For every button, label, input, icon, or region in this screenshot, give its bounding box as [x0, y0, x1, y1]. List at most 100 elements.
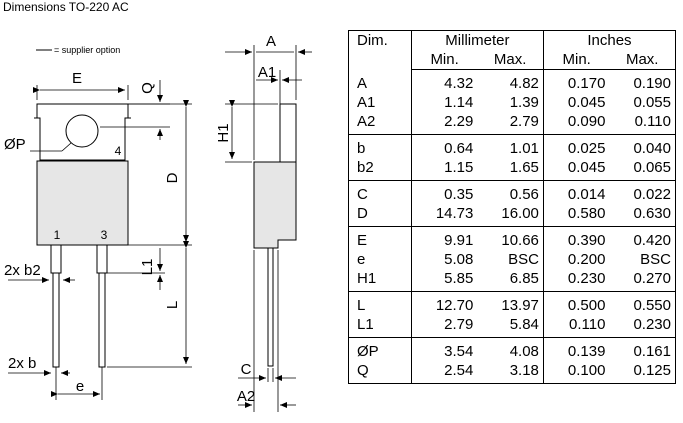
- cell-mm-min: 0.64: [444, 140, 474, 157]
- cell-in-max: 0.161: [609, 337, 677, 361]
- cell-dim: C: [348, 180, 412, 204]
- legend: = supplier option: [36, 45, 120, 55]
- cell-mm-min: 2.79: [411, 315, 478, 338]
- header-inches: Inches: [542, 30, 677, 50]
- cell-in-max: 0.420: [609, 226, 677, 250]
- cell-dim: A: [348, 69, 412, 93]
- front-dimensions: [8, 80, 192, 400]
- front-labels: E Q ØP D L1 L 2x b2 2x b e: [4, 70, 181, 395]
- pin-3-label: 3: [101, 228, 108, 242]
- cell-dim: e: [348, 250, 412, 269]
- label-L: L: [164, 301, 181, 309]
- cell-dim: L1: [348, 315, 412, 338]
- cell-in-min: 0.230: [542, 269, 610, 292]
- cell-in-max: 0.055: [609, 93, 677, 112]
- side-labels: A A1 H1 C A2: [215, 33, 276, 405]
- cell-mm-max: 6.85: [477, 269, 544, 292]
- cell-mm-max: 4.82: [509, 75, 539, 92]
- header-millimeter: Millimeter: [411, 30, 544, 50]
- label-H1: H1: [215, 123, 232, 142]
- cell-mm-min: 9.91: [444, 232, 474, 249]
- header-mm-max: Max.: [477, 50, 544, 70]
- cell-in-max: 0.065: [609, 158, 677, 181]
- cell-in-min: 0.580: [542, 204, 610, 227]
- label-A2: A2: [237, 388, 255, 405]
- cell-dim: D: [348, 204, 412, 227]
- side-lead: [267, 247, 274, 367]
- side-body: [253, 161, 297, 249]
- cell-in-min: 0.025: [542, 134, 610, 158]
- lead-3-lower: [98, 272, 106, 368]
- cell-mm-min: 4.32: [444, 75, 474, 92]
- page-title: Dimensions TO-220 AC: [3, 0, 129, 14]
- label-A1: A1: [258, 64, 276, 81]
- cell-mm-min: 1.15: [411, 158, 478, 181]
- cell-in-max: 0.125: [609, 361, 677, 384]
- package-body: [36, 160, 129, 246]
- label-Q: Q: [139, 82, 156, 94]
- cell-in-min: 0.100: [542, 361, 610, 384]
- cell-dim: E: [348, 226, 412, 250]
- cell-in-min: 0.500: [542, 291, 610, 315]
- dimensions-table: Dim. Millimeter Inches Min. Max. Min. Ma…: [348, 30, 677, 384]
- cell-mm-max: 1.39: [509, 94, 539, 111]
- pin-labels: 1 3 4: [54, 144, 122, 242]
- header-in-min: Min.: [542, 50, 610, 70]
- cell-mm-min: 2.29: [411, 112, 478, 135]
- cell-dim: b: [348, 134, 412, 158]
- cell-dim: H1: [348, 269, 412, 292]
- label-e: e: [76, 378, 84, 395]
- cell-mm-max: 1.01: [509, 140, 539, 157]
- cell-dim: A1: [348, 93, 412, 112]
- front-view: [33, 103, 132, 368]
- cell-mm-max: 4.08: [509, 343, 539, 360]
- pin-4-label: 4: [115, 144, 122, 158]
- cell-mm-min: 2.54: [411, 361, 478, 384]
- label-A: A: [266, 33, 276, 50]
- cell-mm-max: 13.97: [501, 297, 539, 314]
- cell-mm-max: 16.00: [477, 204, 544, 227]
- cell-dim: L: [348, 291, 412, 315]
- cell-mm-max: BSC: [508, 251, 539, 268]
- cell-in-max: 0.550: [609, 291, 677, 315]
- side-dimensions: [225, 45, 312, 412]
- cell-in-min: 0.045: [542, 158, 610, 181]
- cell-in-min: 0.139: [542, 337, 610, 361]
- lead-3-upper: [96, 244, 108, 274]
- label-D: D: [164, 172, 181, 183]
- cell-in-max: 0.270: [609, 269, 677, 292]
- header-dim: Dim.: [348, 30, 412, 70]
- header-mm-min: Min.: [411, 50, 478, 70]
- cell-mm-min: 5.85: [411, 269, 478, 292]
- label-b: 2x b: [8, 355, 36, 372]
- cell-dim: Q: [348, 361, 412, 384]
- pin-1-label: 1: [54, 228, 61, 242]
- cell-in-max: 0.022: [609, 180, 677, 204]
- cell-in-min: 0.090: [542, 112, 610, 135]
- lead-1-lower: [52, 272, 60, 368]
- cell-in-max: 0.110: [609, 112, 677, 135]
- cell-in-max: 0.190: [609, 69, 677, 93]
- cell-mm-min: 14.73: [411, 204, 478, 227]
- cell-in-min: 0.170: [542, 69, 610, 93]
- label-C: C: [241, 361, 252, 378]
- legend-text: = supplier option: [54, 45, 120, 55]
- lead-1-upper: [50, 244, 62, 274]
- label-E: E: [72, 70, 82, 87]
- side-view: [253, 95, 297, 367]
